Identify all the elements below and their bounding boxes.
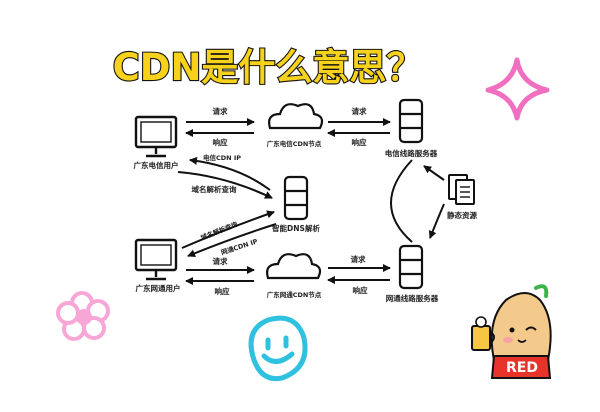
unicom-cdn-ip-arrow <box>187 223 277 258</box>
telecom-server-label: 电信线路服务器 <box>385 148 438 158</box>
request-label-bottom-right: 请求 <box>351 254 366 264</box>
telecom-server-database-icon <box>398 98 424 144</box>
telecom-cdn-ip-arrow <box>189 156 271 191</box>
telecom-cdn-ip-label: 电信CDN IP <box>203 153 241 162</box>
request-label-bottom-left: 请求 <box>213 256 228 266</box>
static-resource-label: 静态资源 <box>447 210 477 220</box>
response-label-top-left: 响应 <box>213 137 228 147</box>
unicom-cdn-label: 广东网通CDN节点 <box>267 290 322 299</box>
unicom-user-monitor-icon <box>134 238 178 281</box>
mascot-character-icon: RED <box>471 284 552 379</box>
unicom-cdn-ip-label: 网通CDN IP <box>220 236 259 256</box>
unicom-user-label: 广东网通用户 <box>136 283 181 293</box>
telecom-cdn-label: 广东电信CDN节点 <box>267 139 322 148</box>
response-label-bottom-left: 响应 <box>215 286 230 296</box>
unicom-server-label: 网通线路服务器 <box>386 293 439 303</box>
dns-server-database-icon <box>283 175 309 221</box>
dns-label: 智能DNS解析 <box>272 223 320 233</box>
page-title: CDN是什么意思？ <box>113 46 424 89</box>
request-label-top-left: 请求 <box>213 106 228 116</box>
mascot-badge-text: RED <box>506 360 538 376</box>
request-label-top-right: 请求 <box>352 106 367 116</box>
smiley-face-icon <box>248 315 308 382</box>
static-to-telecom-server-arrow <box>423 165 445 181</box>
telecom-user-monitor-icon <box>134 115 178 158</box>
response-label-top-right: 响应 <box>352 137 367 147</box>
dns-query-arrow-bottom <box>181 210 275 249</box>
dns-query-label-top: 域名解析查询 <box>192 184 237 194</box>
unicom-server-database-icon <box>398 244 424 290</box>
servers-link-curve <box>390 159 413 243</box>
static-to-unicom-server-arrow <box>428 203 445 239</box>
unicom-cdn-cloud-icon <box>266 253 322 280</box>
sparkle-star-icon <box>485 57 550 121</box>
response-label-bottom-right: 响应 <box>353 285 368 295</box>
telecom-cdn-cloud-icon <box>268 103 324 130</box>
dns-query-arrow-top <box>177 171 273 199</box>
telecom-user-label: 广东电信用户 <box>134 160 179 170</box>
flower-icon <box>56 291 110 341</box>
static-resource-documents-icon <box>448 174 475 205</box>
